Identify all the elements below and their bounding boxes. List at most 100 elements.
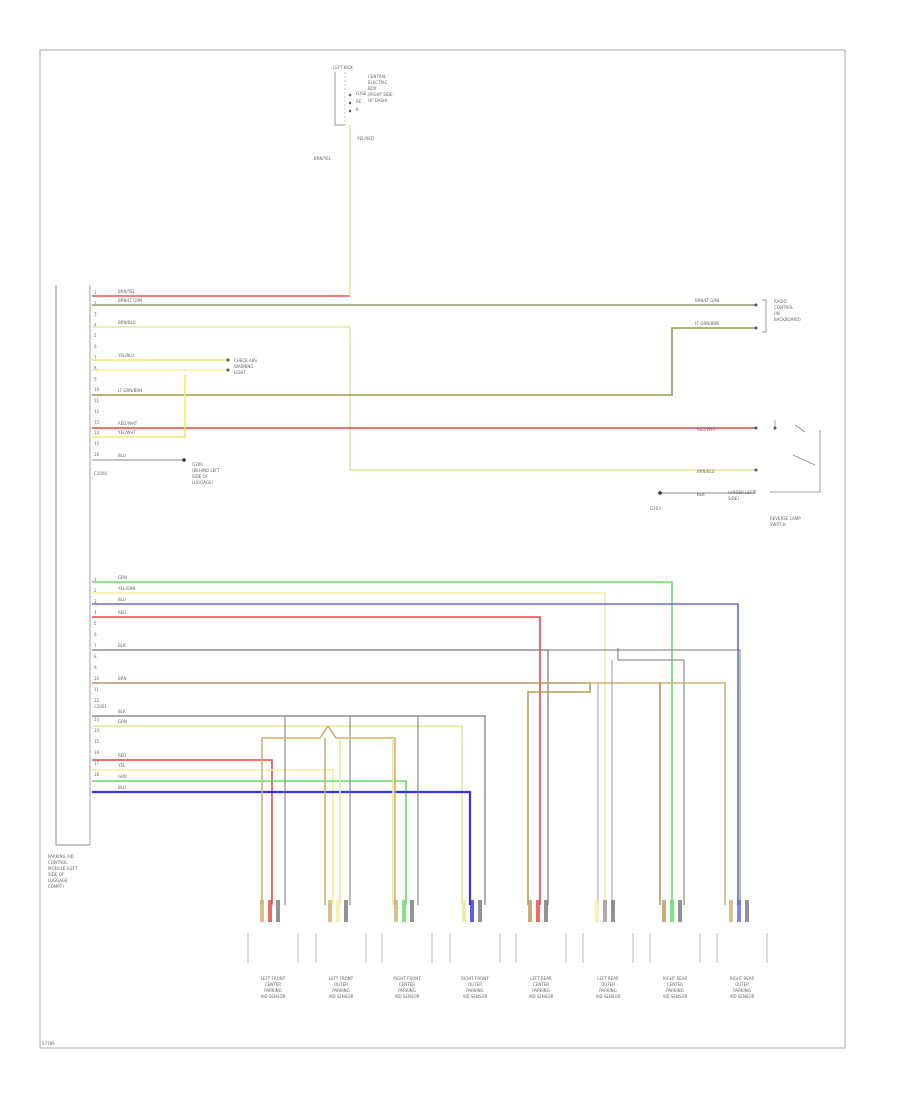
top-box-title: LEFT KICK (333, 65, 353, 70)
sensor-label: PARKING (466, 988, 484, 993)
sensor-body (247, 933, 299, 963)
sensor-label: OUTER (735, 982, 749, 987)
label-wire-7: YEL/WHT (117, 430, 137, 435)
sensor-label: RIGHT REAR (663, 976, 688, 981)
radio-label-3: (IN (774, 311, 780, 316)
top-box-desc-3: BOX (368, 86, 377, 91)
module-pin-lower: 9 (94, 665, 97, 670)
footer-code: 57789 (42, 1041, 55, 1046)
check-abs-label-2: WARNING (234, 364, 254, 369)
module-pin-upper: 9 (94, 376, 97, 381)
module-pin-upper: 16 (94, 452, 100, 457)
diagram-frame (39, 49, 846, 1049)
sensor-body (582, 933, 634, 963)
module-pin-lower: 1 (94, 577, 97, 582)
label-lower-11: GRN (118, 774, 127, 779)
sensor-body (649, 933, 701, 963)
label-lower-9: RED (118, 753, 126, 758)
switch-sublabel-2: SIDE) (728, 496, 739, 501)
sensor-connector-pin (260, 900, 264, 922)
sensor-connector-pin (595, 900, 599, 922)
sensor-body (515, 933, 567, 963)
module-pin-upper: 14 (94, 430, 100, 435)
central-electric-box: LEFT KICK FUSE RE B CENTRAL ELECTRIC BOX… (314, 65, 393, 161)
radio-wire-label-1: BRN/LT GRN (695, 298, 719, 303)
top-box-vertical-wire-label: BRN/YEL (314, 156, 332, 161)
module-label-3: MODULE (LEFT (48, 866, 78, 871)
sensor-label: LEFT REAR (530, 976, 552, 981)
label-wire-4: YEL/BLU (117, 353, 134, 358)
module-pin-upper: 12 (94, 409, 100, 414)
sensor-label: OUTER (601, 982, 615, 987)
wire-front-red (92, 759, 273, 905)
module-pin-upper: 15 (94, 441, 100, 446)
check-abs-warning-light: CHECK ABS WARNING LIGHT (226, 358, 257, 375)
sensor-connector-pin (528, 900, 532, 922)
top-box-desc-1: CENTRAL (368, 74, 387, 79)
label-wire-3: BRN/BLU (118, 320, 136, 325)
sensor-label: PARKING (733, 988, 751, 993)
sensor-connector-pin (536, 900, 540, 922)
sensor-label: AID SENSOR (663, 994, 688, 999)
module-pin-upper: 5 (94, 333, 97, 338)
module-pin-upper: 11 (94, 398, 100, 403)
module-pin-lower: 8 (94, 654, 97, 659)
switch-label-2: SWITCH (770, 522, 786, 527)
sensor-connector-pin (394, 900, 398, 922)
label-wire-8: BLU (118, 453, 126, 458)
ground-left-label-3: SIDE OF (192, 474, 209, 479)
sensor-body (315, 933, 367, 963)
label-lower-3: BLU (118, 597, 126, 602)
ground-g300: G300 (BEHIND LEFT SIDE OF LUGGAGE) (182, 458, 220, 485)
module-pin-lower: 14 (94, 728, 100, 733)
module-pin-upper: 2 (94, 301, 97, 306)
upper-wire-group: BRN/YEL BRN/LT GRN BRN/BLU YEL/BLU LT GR… (92, 289, 756, 494)
sensor-label: AID SENSOR (329, 994, 354, 999)
wire-rear-yel (92, 592, 606, 905)
module-pin-lower: 2 (94, 588, 97, 593)
sensor-connector-pin (603, 900, 607, 922)
module-label-4: SIDE OF (48, 872, 65, 877)
sensor-body (716, 933, 768, 963)
module-pin-upper: 8 (94, 366, 97, 371)
wire-front-grn (92, 780, 407, 905)
label-lower-5: BLK (118, 643, 126, 648)
radio-control-component: RADIO CONTROL (IN BACKBOARD) BRN/LT GRN … (695, 298, 801, 333)
sensor-label: PARKING (666, 988, 684, 993)
top-box-pin-3: B (356, 107, 359, 112)
top-box-pin-2: RE (356, 99, 362, 104)
sensor-label: RIGHT FRONT (393, 976, 421, 981)
radio-wire-label-2: LT GRN/BRN (695, 321, 719, 326)
wire-rear-blu (92, 603, 739, 905)
module-pin-lower: 13 (94, 717, 100, 722)
sensor-connector-pin (745, 900, 749, 922)
top-box-desc-2: ELECTRIC (368, 80, 387, 85)
wire-front-grn-olive (92, 725, 463, 905)
rear-sensor-wires: GRN YEL/GRN BLU RED BLK BRN (92, 575, 741, 905)
sensor-label: PARKING (398, 988, 416, 993)
sensor-label: AID SENSOR (529, 994, 554, 999)
module-pin-upper: 7 (94, 355, 97, 360)
label-wire-1: BRN/YEL (118, 289, 136, 294)
radio-label-4: BACKBOARD) (774, 317, 801, 322)
wire-rear-red (92, 616, 541, 905)
wire-rear-blk-2 (548, 649, 741, 905)
wire-front-brn-1 (261, 725, 329, 905)
front-sensor-wires: BLK GRN RED YEL GRN BLU (92, 709, 486, 905)
top-box-desc-5: OF DASH) (368, 98, 388, 103)
wire-rear-blk-4 (617, 648, 685, 905)
switch-label-1: REVERSE LAMP (770, 516, 801, 521)
label-lower-2: YEL/GRN (117, 586, 135, 591)
sensor-label: CENTER (265, 982, 281, 987)
sensor-label: PARKING (532, 988, 550, 993)
sensor-connector-pin (662, 900, 666, 922)
switch-wire-label-2: BRN/BLU (697, 469, 715, 474)
module-label-5: LUGGAGE (48, 878, 68, 883)
module-label-6: COMPT) (48, 884, 64, 889)
sensor-connector-pin (328, 900, 332, 922)
